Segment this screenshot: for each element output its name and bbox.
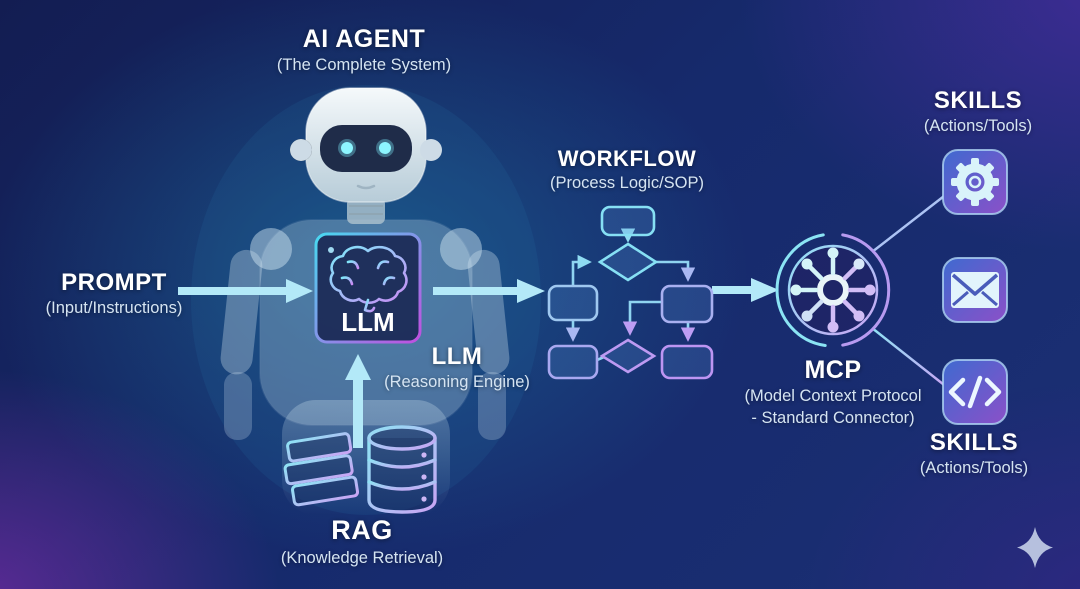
email-icon xyxy=(951,272,999,308)
workflow-title: WORKFLOW xyxy=(557,146,697,171)
skill-email xyxy=(942,257,1008,323)
rag-title: RAG xyxy=(331,515,393,545)
mcp-subtitle-line2: - Standard Connector) xyxy=(751,408,915,427)
arrow-agent-to-workflow xyxy=(433,279,545,303)
ai-agent-label: AI AGENT (The Complete System) xyxy=(214,24,514,76)
workflow-flowchart xyxy=(547,205,714,380)
robot-eye xyxy=(341,142,353,154)
skills-top-title: SKILLS xyxy=(933,87,1023,114)
gear-icon xyxy=(951,158,999,206)
llm-chip-label: LLM xyxy=(341,307,394,337)
books-icon xyxy=(283,432,360,507)
flowchart-node xyxy=(547,344,599,380)
ai-agent-subtitle: (The Complete System) xyxy=(276,56,452,75)
skills-top-subtitle: (Actions/Tools) xyxy=(923,117,1033,135)
database-icon xyxy=(367,425,437,514)
mcp-to-gear-line xyxy=(871,192,949,253)
llm-subtitle: (Reasoning Engine) xyxy=(384,373,530,391)
flowchart-node xyxy=(660,284,714,324)
arrow-workflow-to-mcp xyxy=(712,278,779,302)
arrow-rag-to-llm xyxy=(345,354,371,448)
workflow-label: WORKFLOW (Process Logic/SOP) xyxy=(522,145,732,193)
llm-label: LLM (Reasoning Engine) xyxy=(382,342,532,393)
workflow-subtitle: (Process Logic/SOP) xyxy=(549,173,705,192)
skill-code xyxy=(942,359,1008,425)
mcp-to-code-line xyxy=(871,327,949,389)
flowchart-decision xyxy=(597,242,659,282)
flowchart-node xyxy=(547,284,599,322)
skills-bottom-title: SKILLS xyxy=(929,429,1019,456)
skills-bottom-subtitle: (Actions/Tools) xyxy=(919,459,1029,477)
chip-brain-icon: LLM xyxy=(302,220,434,356)
llm-title: LLM xyxy=(431,343,483,370)
brain-icon xyxy=(329,245,408,313)
prompt-title: PROMPT xyxy=(61,269,167,296)
skill-gear xyxy=(942,149,1008,215)
flowchart-node xyxy=(600,205,656,237)
prompt-subtitle: (Input/Instructions) xyxy=(45,299,183,317)
hub-network-icon xyxy=(775,192,949,389)
rag-label: RAG (Knowledge Retrieval) xyxy=(238,514,486,568)
skills-bottom-label: SKILLS (Actions/Tools) xyxy=(884,428,1064,479)
flow-arrows xyxy=(178,278,779,448)
mcp-label: MCP (Model Context Protocol - Standard C… xyxy=(716,355,950,429)
flowchart-decision xyxy=(599,338,657,374)
skills-top-label: SKILLS (Actions/Tools) xyxy=(888,86,1068,137)
robot-visor xyxy=(320,125,412,172)
rag-subtitle: (Knowledge Retrieval) xyxy=(280,548,444,567)
mcp-title: MCP xyxy=(804,356,862,384)
code-icon xyxy=(948,375,1002,409)
prompt-label: PROMPT (Input/Instructions) xyxy=(8,268,220,319)
arrow-prompt-to-agent xyxy=(178,279,313,303)
mcp-subtitle-line1: (Model Context Protocol xyxy=(744,387,922,406)
flowchart-node xyxy=(660,344,714,380)
sparkle-icon xyxy=(1017,527,1053,568)
robot-eye xyxy=(379,142,391,154)
ai-agent-title: AI AGENT xyxy=(302,25,426,53)
